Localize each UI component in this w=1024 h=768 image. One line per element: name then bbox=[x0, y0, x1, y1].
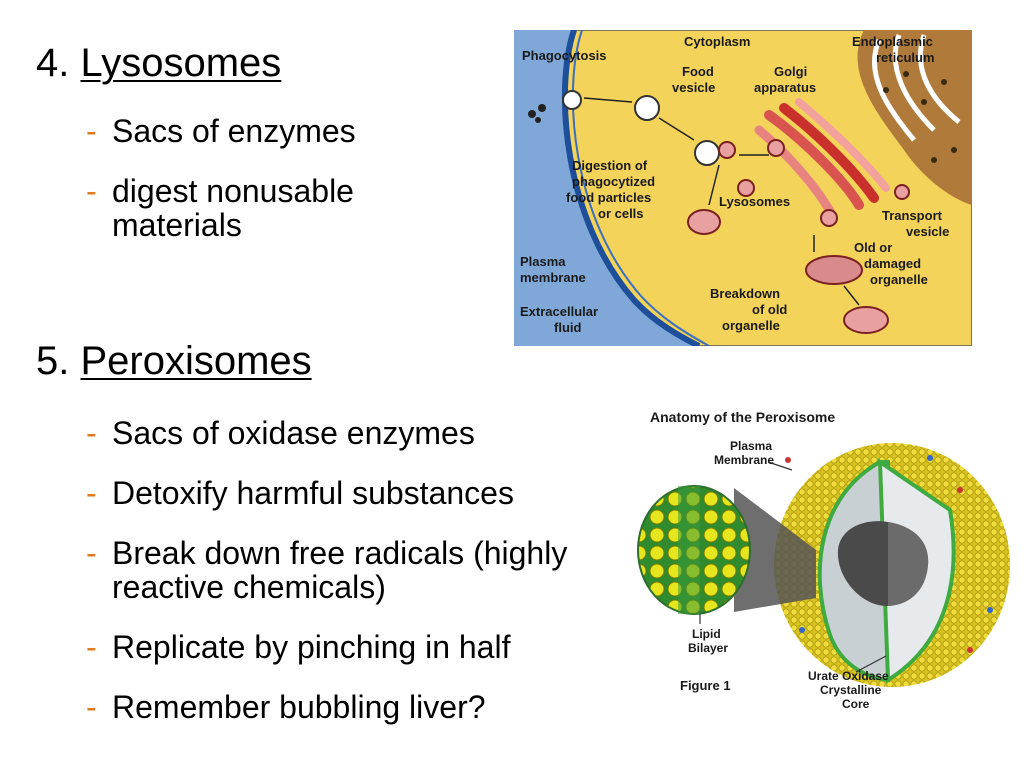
lysosome-bullet-list: -Sacs of enzymes -digest nonusable mater… bbox=[86, 114, 446, 268]
label-golgi: Golgi bbox=[774, 64, 807, 79]
list-item: -Remember bubbling liver? bbox=[86, 689, 486, 725]
label-lysosomes: Lysosomes bbox=[719, 194, 790, 209]
label-food-vesicle: Food bbox=[682, 64, 714, 79]
label-urate-oxidase-core: Crystalline bbox=[820, 683, 882, 697]
label-digestion: phagocytized bbox=[572, 174, 655, 189]
peroxisome-sphere bbox=[774, 443, 1010, 687]
label-er: reticulum bbox=[876, 50, 935, 65]
label-plasma-membrane: membrane bbox=[520, 270, 586, 285]
label-transport-vesicle: vesicle bbox=[906, 224, 949, 239]
label-phagocytosis: Phagocytosis bbox=[522, 48, 607, 63]
label-extracellular-fluid: fluid bbox=[554, 320, 581, 335]
label-urate-oxidase-core: Urate Oxidase bbox=[808, 669, 889, 683]
peroxisome-title: Anatomy of the Peroxisome bbox=[650, 409, 835, 425]
section-title: Lysosomes bbox=[80, 41, 282, 85]
list-item: -digest nonusable materials bbox=[86, 173, 354, 243]
lipid-bilayer-zoom bbox=[637, 485, 816, 615]
figure-caption: Figure 1 bbox=[680, 678, 731, 693]
label-urate-oxidase-core: Core bbox=[842, 697, 870, 711]
label-digestion: or cells bbox=[598, 206, 644, 221]
process-arrows bbox=[583, 97, 860, 306]
label-breakdown: Breakdown bbox=[710, 286, 780, 301]
vesicles bbox=[528, 90, 910, 334]
endoplasmic-reticulum-shape bbox=[857, 30, 972, 205]
section-number: 5. bbox=[36, 339, 70, 383]
label-breakdown: of old bbox=[752, 302, 787, 317]
label-cytoplasm: Cytoplasm bbox=[684, 34, 750, 49]
label-old-organelle: Old or bbox=[854, 240, 892, 255]
leader-lines bbox=[699, 461, 887, 673]
label-digestion: Digestion of bbox=[572, 158, 648, 173]
list-item: -Sacs of oxidase enzymes bbox=[86, 415, 475, 451]
list-item: -Detoxify harmful substances bbox=[86, 475, 514, 511]
label-lipid-bilayer: Bilayer bbox=[688, 641, 728, 655]
label-food-vesicle: vesicle bbox=[672, 80, 715, 95]
label-breakdown: organelle bbox=[722, 318, 780, 333]
list-item: -Replicate by pinching in half bbox=[86, 629, 511, 665]
label-plasma-membrane: Plasma bbox=[730, 439, 772, 453]
list-item: -Break down free radicals (highly reacti… bbox=[86, 535, 568, 605]
label-er: Endoplasmic bbox=[852, 34, 933, 49]
peroxisome-diagram: Anatomy of the Peroxisome Plasma Membran… bbox=[637, 409, 1010, 711]
lysosome-diagram: Phagocytosis Cytoplasm Endoplasmic retic… bbox=[514, 30, 972, 346]
label-plasma-membrane: Plasma bbox=[520, 254, 566, 269]
section-title: Peroxisomes bbox=[80, 339, 312, 383]
golgi-apparatus-shape bbox=[754, 98, 890, 220]
label-extracellular-fluid: Extracellular bbox=[520, 304, 598, 319]
section-number: 4. bbox=[36, 41, 70, 85]
label-golgi: apparatus bbox=[754, 80, 816, 95]
label-lipid-bilayer: Lipid bbox=[692, 627, 721, 641]
label-transport-vesicle: Transport bbox=[882, 208, 943, 223]
section-heading-lysosomes: 4. Lysosomes bbox=[36, 40, 281, 86]
list-item: -Sacs of enzymes bbox=[86, 113, 356, 149]
peroxisome-bullet-list: -Sacs of oxidase enzymes -Detoxify harmf… bbox=[86, 416, 626, 750]
section-heading-peroxisomes: 5. Peroxisomes bbox=[36, 338, 312, 384]
label-digestion: food particles bbox=[566, 190, 651, 205]
label-old-organelle: organelle bbox=[870, 272, 928, 287]
label-plasma-membrane: Membrane bbox=[714, 453, 774, 467]
label-old-organelle: damaged bbox=[864, 256, 921, 271]
